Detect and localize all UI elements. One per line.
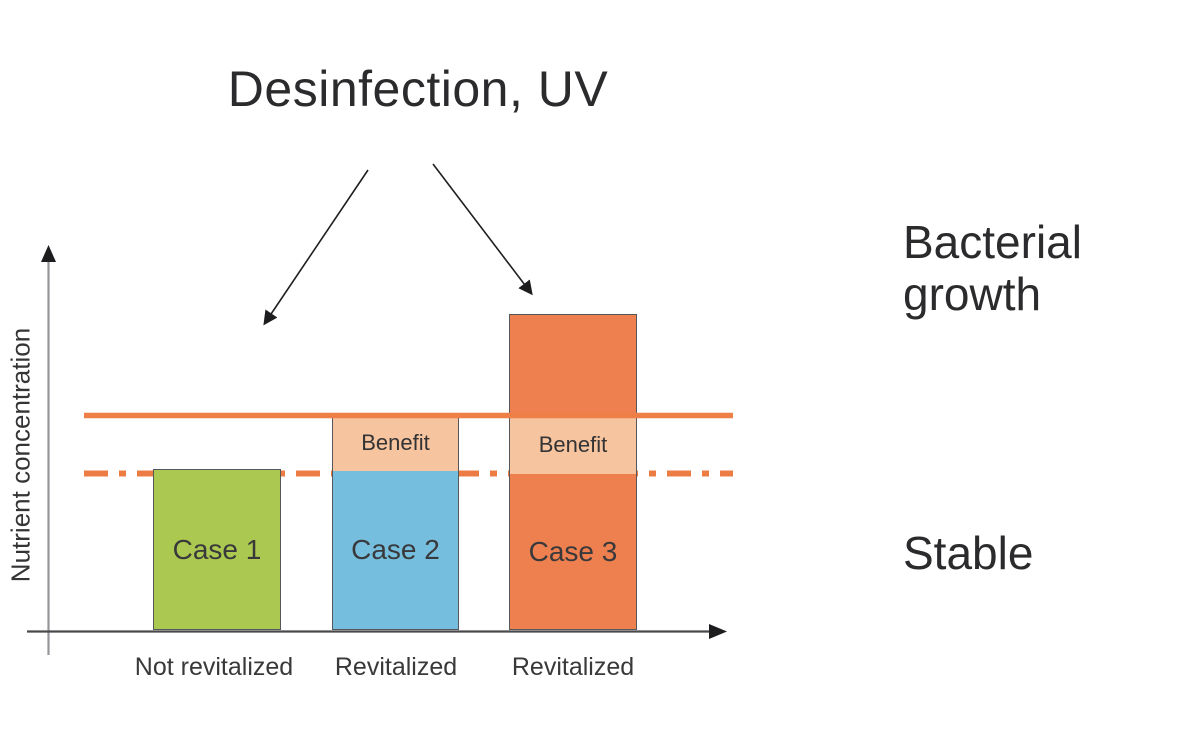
bar-case-1: Case 1 <box>153 469 281 630</box>
annotation-arrow-right-icon <box>432 163 533 296</box>
x-label-revitalized-2: Revitalized <box>511 653 635 681</box>
bar-case-2-benefit-band: Benefit <box>333 415 458 471</box>
bacterial-growth-label: Bacterial growth <box>903 216 1082 321</box>
bar-case-1-label: Case 1 <box>172 533 262 565</box>
diagram-title: Desinfection, UV <box>227 61 609 117</box>
y-axis-label: Nutrient concentration <box>5 327 36 583</box>
benefit-label: Benefit <box>361 430 430 455</box>
stable-label: Stable <box>903 527 1034 579</box>
x-axis-arrowhead-icon <box>709 624 727 639</box>
bar-case-3-body: Case 3 <box>510 474 636 629</box>
bar-case-2-body: Case 2 <box>333 471 458 629</box>
bar-case-2: Benefit Case 2 <box>332 414 459 630</box>
x-label-revitalized-1: Revitalized <box>334 653 458 681</box>
bar-case-2-label: Case 2 <box>351 534 440 565</box>
x-label-not-revitalized: Not revitalized <box>134 653 294 681</box>
bar-case-3-label: Case 3 <box>528 535 618 567</box>
benefit-label: Benefit <box>538 431 608 457</box>
bar-case-3: Benefit Case 3 <box>509 314 637 630</box>
y-axis-arrowhead-icon <box>41 245 56 262</box>
annotation-arrow-left-icon <box>263 169 369 326</box>
bar-case-3-benefit-band: Benefit <box>510 415 636 474</box>
